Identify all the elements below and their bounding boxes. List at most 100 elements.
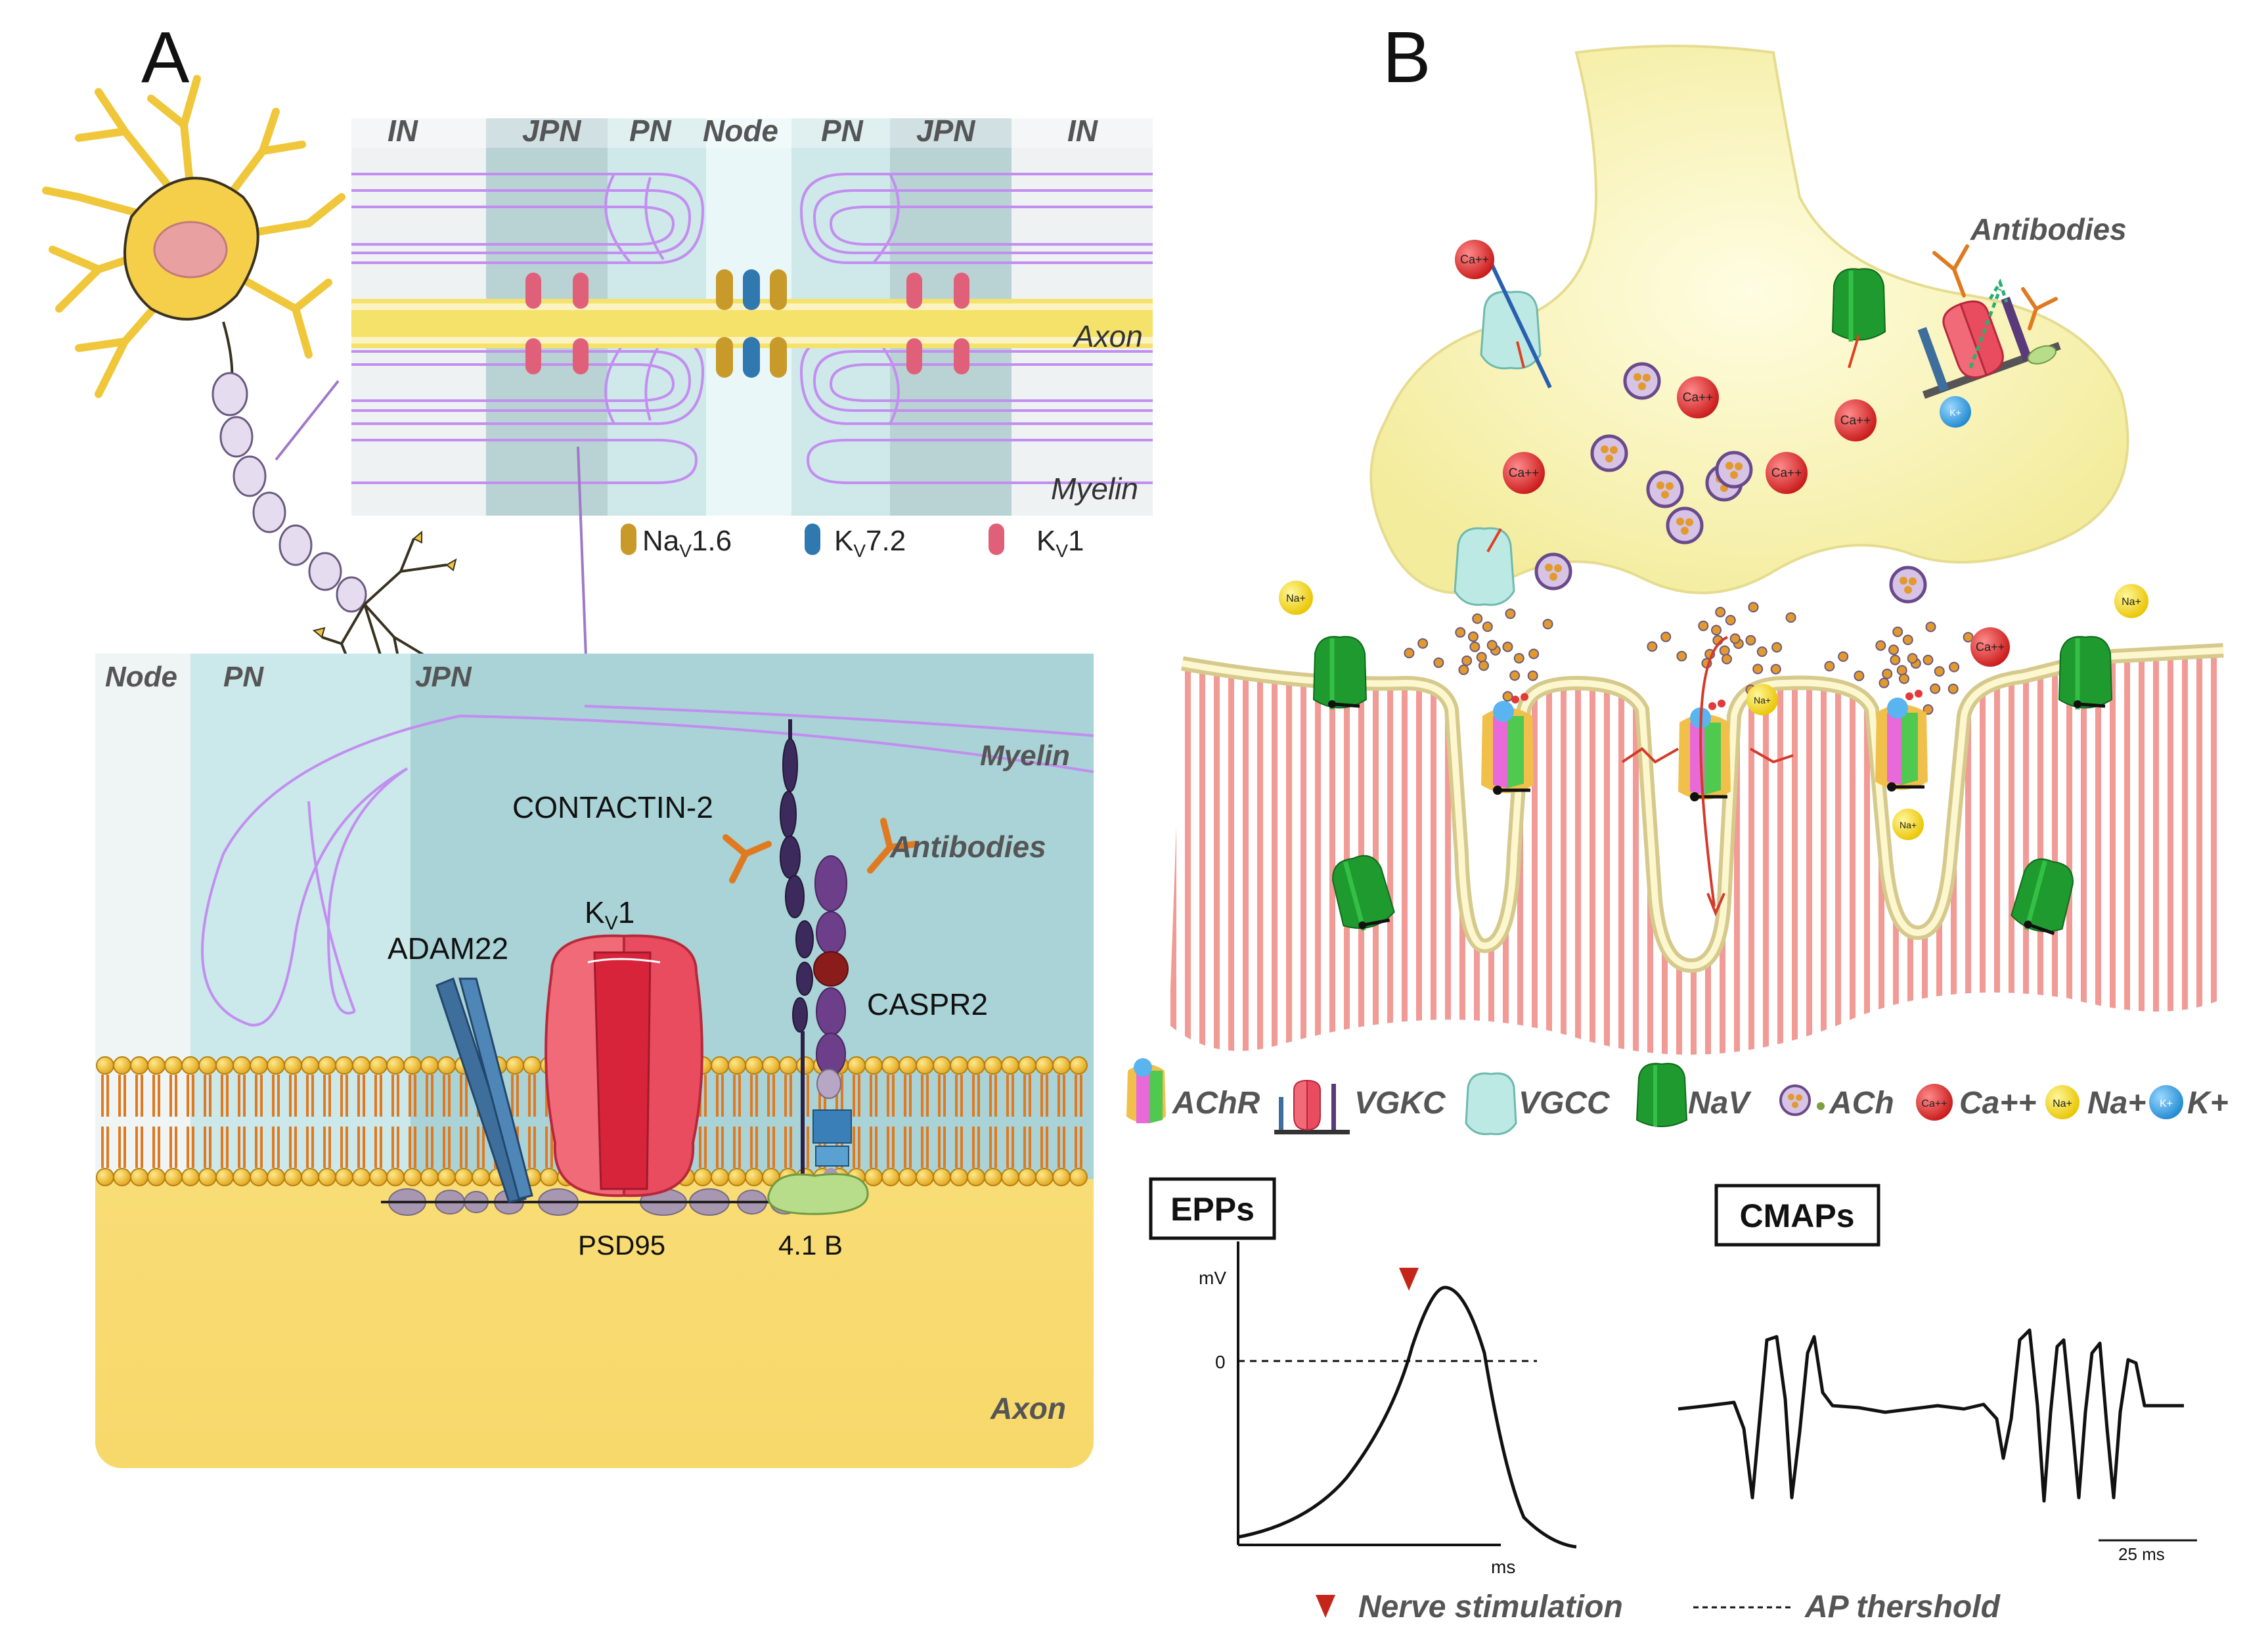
achr-icon	[1126, 1058, 1166, 1123]
legend-k-label: K+	[2187, 1086, 2229, 1121]
epps-plot	[1237, 1241, 1577, 1549]
region-label-node: Node	[703, 114, 778, 148]
antibody-icon-b1	[1932, 244, 1969, 298]
cmap-trace	[1678, 1328, 2184, 1503]
psd95-label: PSD95	[578, 1230, 665, 1261]
legend-vgcc-label: VGCC	[1519, 1086, 1611, 1121]
epps-title-box	[1149, 1177, 1276, 1240]
myelin-label-top: Myelin	[1051, 472, 1138, 506]
epp-trace	[1237, 1285, 1577, 1549]
contactin2-caspr2-complex	[767, 719, 869, 1215]
ap-threshold-label: AP thershold	[1804, 1590, 2001, 1624]
contactin2-label: CONTACTIN-2	[512, 790, 713, 824]
neuron-illustration	[42, 75, 457, 686]
channel-legend: NaV1.6 KV7.2 KV1	[621, 524, 1084, 561]
region-label-pn-right: PN	[821, 114, 864, 148]
panel-b-legend: Ca++ Na+ K+	[1126, 1058, 2183, 1136]
vgkc-icon	[1274, 1079, 1350, 1134]
kv72-legend-label: KV7.2	[834, 525, 906, 561]
svg-text:Na+: Na+	[1900, 820, 1917, 830]
achr-receptors	[1481, 690, 1928, 801]
vgcc-channels	[1454, 261, 1552, 606]
sodium-ion-icon: Na+	[2045, 1085, 2079, 1119]
antibodies-label-a: Antibodies	[889, 830, 1046, 864]
legend-achr-label: AChR	[1172, 1086, 1260, 1121]
nav-channels	[1312, 636, 2113, 935]
region-label-in-left: IN	[388, 114, 418, 148]
cmaps-plot	[1678, 1328, 2197, 1542]
legend-vgkc-label: VGKC	[1354, 1086, 1446, 1121]
ach-molecule-icon	[1817, 1102, 1825, 1110]
vgkc-complex	[1917, 296, 2061, 399]
svg-text:Na+: Na+	[2053, 1098, 2072, 1109]
svg-text:Na+: Na+	[1754, 695, 1771, 705]
endplate-potential-arrow	[1621, 636, 1794, 917]
svg-text:Na+: Na+	[1286, 593, 1306, 604]
epps-zero-label: 0	[1215, 1352, 1226, 1372]
band41-label: 4.1 B	[778, 1230, 843, 1261]
region-label-pn-left: PN	[629, 114, 672, 148]
epps-y-unit: mV	[1199, 1268, 1226, 1288]
presynaptic-terminal	[1369, 45, 2129, 594]
muscle-membrane	[1169, 643, 2224, 1055]
epps-x-unit: ms	[1491, 1557, 1515, 1577]
adam22-label: ADAM22	[388, 931, 508, 966]
nerve-stimulation-legend-marker	[1316, 1595, 1335, 1618]
svg-text:Ca++: Ca++	[1683, 391, 1713, 405]
region-label-jpn-right: JPN	[916, 114, 975, 148]
svg-text:Ca++: Ca++	[1460, 253, 1489, 266]
antibody-icon-b2	[2021, 287, 2058, 330]
svg-text:K+: K+	[2160, 1098, 2173, 1109]
juxtaparanode-diagram	[95, 654, 1094, 1468]
svg-text:Na+: Na+	[2122, 596, 2141, 608]
nav16-swatch	[621, 524, 636, 555]
panel-b-label: B	[1383, 17, 1431, 98]
ach-vesicles	[1534, 362, 1927, 604]
kv1-channel	[545, 934, 703, 1197]
region-label-in-right: IN	[1067, 114, 1098, 148]
bottom-region-node: Node	[105, 661, 177, 693]
myelin-label-bottom: Myelin	[980, 740, 1070, 772]
axon-label-top: Axon	[1072, 319, 1143, 353]
legend-ach-label: ACh	[1829, 1086, 1894, 1121]
ach-molecules	[1404, 602, 1974, 715]
svg-text:Ca++: Ca++	[1840, 414, 1871, 428]
nerve-stimulation-marker	[1399, 1268, 1419, 1291]
calcium-ion-icon: Ca++	[1916, 1084, 1953, 1121]
svg-text:Ca++: Ca++	[1509, 466, 1539, 480]
adam22-protein	[435, 977, 533, 1203]
cmaps-title-box	[1714, 1184, 1880, 1247]
bottom-region-jpn: JPN	[415, 661, 472, 693]
kv1-label: KV1	[585, 895, 634, 934]
axon-label-bottom: Axon	[990, 1391, 1066, 1425]
kv72-swatch	[805, 524, 820, 555]
cmaps-title: CMAPs	[1739, 1197, 1854, 1234]
potassium-efflux-arrow	[1968, 279, 2009, 368]
potassium-ion-icon: K+	[2149, 1085, 2183, 1119]
nav-icon	[1635, 1063, 1688, 1127]
epps-title: EPPs	[1170, 1191, 1255, 1228]
scale-bar-label: 25 ms	[2118, 1544, 2165, 1564]
svg-text:Ca++: Ca++	[1976, 640, 2005, 654]
nav16-legend-label: NaV1.6	[642, 525, 732, 561]
svg-text:K+: K+	[1949, 407, 1961, 418]
ach-vesicle-icon	[1779, 1084, 1811, 1116]
bottom-region-pn: PN	[223, 661, 264, 693]
nerve-stimulation-label: Nerve stimulation	[1358, 1590, 1623, 1624]
antibody-icon-a2	[867, 818, 920, 874]
svg-text:Ca++: Ca++	[1921, 1098, 1947, 1109]
region-label-jpn-left: JPN	[522, 114, 581, 148]
kv1-legend-label: KV1	[1036, 525, 1084, 561]
caspr2-label: CASPR2	[867, 987, 988, 1021]
antibodies-label-b: Antibodies	[1970, 212, 2127, 246]
ions: Ca++ Ca++ Ca++ Ca++ Ca++ Ca++ Na+ Na+ Na+ Na+ K+	[1279, 240, 2148, 840]
vgcc-icon	[1465, 1072, 1517, 1136]
kv1-swatch	[989, 524, 1004, 555]
legend-nav-label: NaV	[1688, 1086, 1752, 1121]
node-of-ranvier-diagram	[351, 118, 1153, 710]
legend-na-label: Na+	[2087, 1086, 2146, 1121]
svg-text:Ca++: Ca++	[1771, 466, 1802, 480]
panel-a-label: A	[141, 17, 190, 98]
antibody-icon-a1	[723, 834, 772, 883]
